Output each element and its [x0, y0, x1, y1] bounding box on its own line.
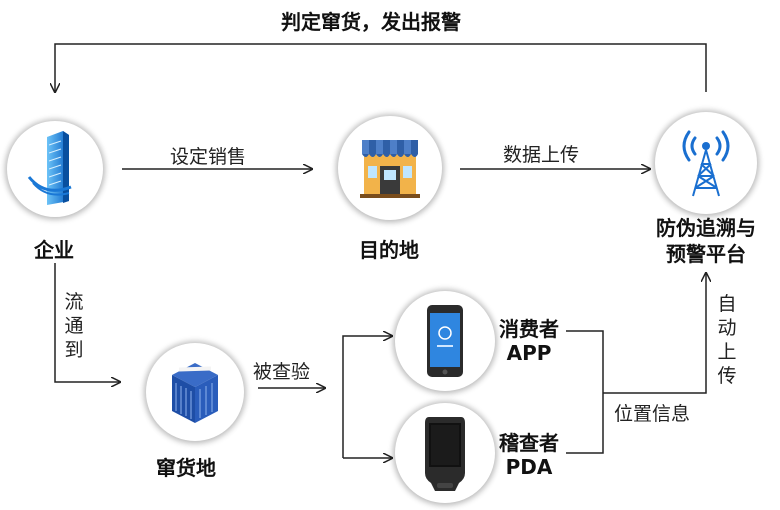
flow-to-label: 流 通 到: [62, 290, 86, 362]
consumer-label: 消费者 APP: [497, 317, 561, 365]
auto-upload-char-1: 自: [717, 293, 737, 315]
flow-to-arrow: [54, 263, 120, 382]
to-consumer-arrow: [342, 336, 392, 458]
platform-node: [655, 112, 757, 214]
platform-label: 防伪追溯与 预警平台: [650, 215, 762, 267]
destination-node: [338, 116, 442, 220]
platform-label-line2: 预警平台: [666, 242, 746, 266]
location-upload-arrow: [603, 273, 706, 394]
shipping-container-icon: [172, 363, 218, 423]
auto-upload-char-2: 动: [717, 317, 737, 339]
building-icon: [27, 131, 72, 205]
destination-label: 目的地: [359, 238, 419, 262]
diversion-node: [146, 343, 244, 441]
consumer-location-line: [566, 330, 604, 393]
consumer-label-line1: 消费者: [499, 317, 559, 341]
auto-upload-char-3: 上: [717, 341, 737, 363]
enterprise-label: 企业: [34, 238, 74, 262]
platform-label-line1: 防伪追溯与: [656, 216, 756, 240]
alarm-feedback-arrow: [55, 43, 707, 92]
data-upload-label: 数据上传: [503, 144, 580, 166]
inspector-node: [395, 403, 495, 503]
inspector-label-line1: 稽查者: [499, 431, 559, 455]
auto-upload-char-4: 传: [717, 365, 737, 387]
storefront-icon: [360, 140, 420, 198]
flow-to-char-3: 到: [64, 339, 84, 361]
inspector-label: 稽查者 PDA: [497, 431, 561, 479]
diversion-label: 窜货地: [156, 456, 216, 480]
location-info-label: 位置信息: [614, 403, 691, 425]
alarm-label: 判定窜货，发出报警: [281, 10, 461, 34]
signal-tower-icon: [682, 130, 730, 197]
set-sales-label: 设定销售: [170, 146, 247, 168]
inspector-location-line: [566, 393, 604, 454]
smartphone-icon: [427, 305, 463, 377]
flow-to-char-2: 通: [64, 315, 84, 337]
checked-label: 被查验: [253, 361, 311, 383]
flow-to-char-1: 流: [64, 291, 84, 313]
auto-upload-label: 自 动 上 传: [715, 292, 739, 388]
enterprise-node: [7, 121, 103, 217]
handheld-pda-icon: [425, 417, 465, 491]
inspector-label-line2: PDA: [505, 455, 553, 479]
consumer-label-line2: APP: [506, 341, 552, 365]
consumer-node: [395, 291, 495, 391]
